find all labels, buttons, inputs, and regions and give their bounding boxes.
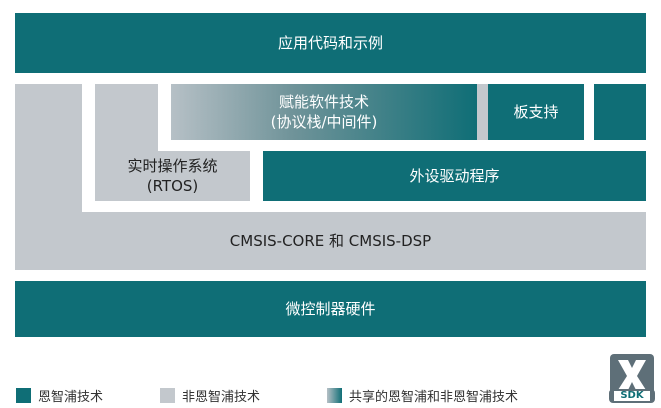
- frame-separator-inner-bottom: [158, 140, 646, 151]
- rtos-label-line1: 实时操作系统: [127, 156, 218, 175]
- board-support-gap: [584, 84, 594, 140]
- enablement-software-layer: 赋能软件技术 (协议栈/中间件): [171, 84, 477, 140]
- cmsis-layer: CMSIS-CORE 和 CMSIS-DSP: [15, 212, 646, 270]
- frame-separator-rtos: [250, 151, 263, 201]
- hardware-label: 微控制器硬件: [285, 299, 376, 318]
- board-support-label: 板支持: [513, 102, 559, 121]
- enablement-label-line2: (协议栈/中间件): [270, 113, 378, 131]
- board-support-extension: [594, 84, 646, 140]
- application-layer: 应用代码和示例: [15, 13, 646, 73]
- board-support-layer: 板支持: [488, 84, 584, 140]
- cmsis-label: CMSIS-CORE 和 CMSIS-DSP: [229, 231, 432, 250]
- peripheral-drivers-layer: 外设驱动程序: [263, 151, 646, 201]
- sdk-logo-text: SDK: [620, 390, 644, 401]
- legend-item-shared: 共享的恩智浦和非恩智浦技术: [327, 386, 519, 405]
- sdk-x-logo-icon: [609, 354, 655, 403]
- frame-separator-bottom: [82, 201, 646, 212]
- frame-separator-inner-left: [158, 84, 171, 151]
- legend-swatch-teal: [16, 387, 31, 403]
- legend-swatch-gray: [160, 387, 175, 403]
- rtos-label-line2: (RTOS): [146, 177, 199, 195]
- legend-label-shared: 共享的恩智浦和非恩智浦技术: [349, 389, 519, 405]
- application-label: 应用代码和示例: [277, 33, 383, 52]
- enablement-label-line1: 赋能软件技术: [278, 92, 369, 111]
- legend-label-non-nxp: 非恩智浦技术: [182, 389, 261, 405]
- legend-item-non-nxp: 非恩智浦技术: [160, 386, 261, 405]
- sdk-logo: SDK: [608, 352, 656, 404]
- peripheral-drivers-label: 外设驱动程序: [409, 166, 500, 185]
- rtos-layer: 实时操作系统 (RTOS): [95, 151, 250, 201]
- legend-label-nxp: 恩智浦技术: [38, 389, 104, 405]
- hardware-layer: 微控制器硬件: [15, 281, 646, 337]
- frame-separator-left: [82, 84, 95, 212]
- legend-item-nxp: 恩智浦技术: [16, 386, 104, 405]
- legend-swatch-gradient: [327, 387, 342, 403]
